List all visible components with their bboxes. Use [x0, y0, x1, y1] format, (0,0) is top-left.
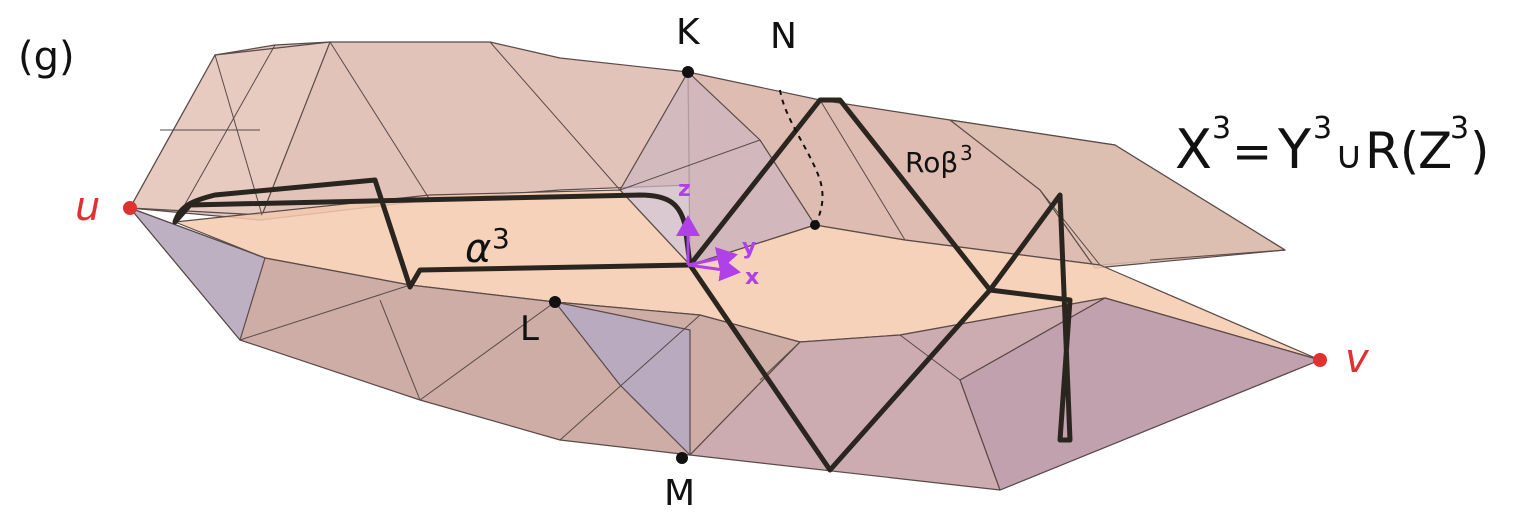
vertex-v [1313, 353, 1327, 367]
vertex-v-label: v [1345, 336, 1370, 382]
axis-y [687, 247, 738, 271]
formula: X 3 = Y 3 ∪ R( Z 3 ) [1175, 111, 1490, 181]
formula-R: R( [1365, 122, 1419, 180]
vertices [123, 66, 1327, 464]
vertex-L [549, 296, 561, 308]
formula-close: ) [1470, 122, 1490, 180]
n-leader-line [779, 89, 824, 226]
formula-X-sup: 3 [1212, 111, 1231, 146]
rob-curve [687, 97, 1073, 473]
vertex-N-label: N [770, 16, 797, 57]
formula-eq: = [1232, 124, 1272, 180]
vertex-N-point [810, 220, 820, 230]
rob-label: Roβ [905, 146, 958, 179]
axis-x-label: x [745, 265, 759, 290]
vertex-u-label: u [75, 184, 100, 230]
axis-x [687, 257, 741, 282]
vertex-u [123, 201, 137, 215]
formula-Y: Y [1277, 118, 1312, 181]
rob-sup: 3 [960, 141, 973, 165]
vertex-M [676, 452, 688, 464]
formula-Y-sup: 3 [1313, 111, 1332, 146]
vertex-K [682, 66, 694, 78]
axis-z-label: z [678, 177, 691, 202]
face-right-tan [949, 119, 1286, 269]
vertex-K-label: K [676, 12, 701, 53]
vertex-L-label: L [520, 309, 539, 349]
face-blue-left [129, 207, 266, 341]
axis-y-label: y [742, 235, 756, 260]
alpha-label: α [465, 226, 491, 272]
formula-Z: Z [1418, 122, 1452, 180]
formula-X: X [1175, 118, 1212, 181]
panel-label: (g) [18, 34, 75, 80]
vertex-M-label: M [664, 473, 695, 514]
formula-cup: ∪ [1335, 133, 1363, 177]
formula-Z-sup: 3 [1450, 111, 1469, 146]
coordinate-axes [676, 215, 741, 282]
alpha-sup: 3 [492, 222, 510, 255]
polytope [129, 41, 1321, 491]
